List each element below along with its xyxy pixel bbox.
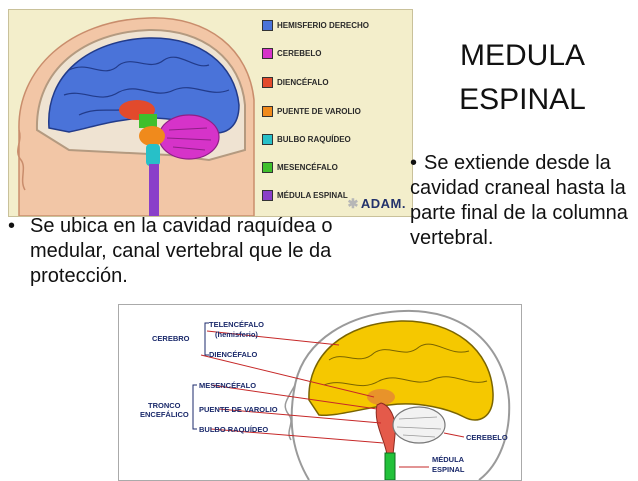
label-puente-varolio: PUENTE DE VAROLIO	[199, 405, 278, 414]
bullet-text: Se ubica en la cavidad raquídea o medula…	[30, 215, 333, 287]
bullet-right: •Se extiende desde la cavidad craneal ha…	[410, 151, 630, 251]
legend-label: DIENCÉFALO	[277, 77, 329, 87]
adam-logo: ✱ADAM.	[347, 196, 406, 212]
label-hemisferio: (hemisferio)	[215, 330, 258, 339]
label-bulbo-raquideo: BULBO RAQUÍDEO	[199, 425, 269, 434]
label-telencefalo: TELENCÉFALO	[209, 320, 265, 329]
star-icon: ✱	[347, 196, 359, 211]
brain-illustration	[17, 17, 255, 216]
legend-swatch-magenta	[262, 47, 273, 59]
brain-diagram-labeled: CEREBRO TELENCÉFALO (hemisferio) DIENCÉF…	[118, 304, 522, 481]
legend-label: PUENTE DE VAROLIO	[277, 106, 361, 116]
legend-swatch-cyan	[262, 133, 273, 145]
label-mesencefalo: MESENCÉFALO	[199, 381, 257, 390]
legend-swatch-orange	[262, 105, 273, 117]
legend-item: MESENCÉFALO	[262, 160, 338, 174]
legend-item: HEMISFERIO DERECHO	[262, 18, 369, 32]
legend-item: BULBO RAQUÍDEO	[262, 132, 351, 146]
label-cerebro: CEREBRO	[152, 334, 190, 343]
legend-swatch-green	[262, 161, 273, 173]
legend-label: CEREBELO	[277, 48, 322, 58]
label-diencefalo: DIENCÉFALO	[209, 350, 258, 359]
legend-swatch-purple	[262, 189, 273, 201]
legend-swatch-red	[262, 76, 273, 88]
title-line: MEDULA	[459, 39, 586, 72]
legend-item: PUENTE DE VAROLIO	[262, 104, 361, 118]
label-encefalico: ENCEFÁLICO	[140, 410, 189, 419]
bullet-text: Se extiende desde la cavidad craneal has…	[410, 152, 628, 249]
bullet-dot: •	[410, 152, 418, 174]
legend-item: CEREBELO	[262, 46, 321, 60]
legend-label: MÉDULA ESPINAL	[277, 190, 348, 200]
slide-title: MEDULA ESPINAL	[430, 34, 615, 122]
legend-label: MESENCÉFALO	[277, 162, 338, 172]
credit-text: ADAM.	[360, 196, 406, 211]
legend-item: DIENCÉFALO	[262, 75, 329, 89]
label-espinal: ESPINAL	[432, 465, 465, 474]
brain-diagram-colored: HEMISFERIO DERECHO CEREBELO DIENCÉFALO P…	[8, 9, 413, 217]
legend-label: HEMISFERIO DERECHO	[277, 20, 370, 30]
title-line: ESPINAL	[459, 83, 586, 116]
legend-swatch-blue	[262, 19, 273, 31]
label-tronco: TRONCO	[148, 401, 181, 410]
legend-label: BULBO RAQUÍDEO	[277, 134, 351, 144]
bullet-left: • Se ubica en la cavidad raquídea o medul…	[8, 214, 390, 289]
label-medula: MÉDULA	[432, 455, 465, 464]
legend-item: MÉDULA ESPINAL	[262, 188, 348, 202]
brain-sagittal-illustration	[192, 309, 511, 480]
bullet-dot: •	[8, 215, 16, 237]
label-cerebelo: CEREBELO	[466, 433, 508, 442]
